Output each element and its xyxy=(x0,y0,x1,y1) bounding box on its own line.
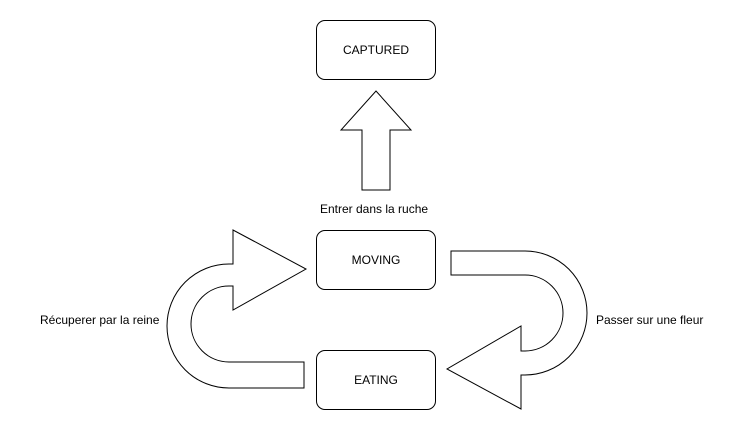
arrow-eating-to-moving xyxy=(166,229,308,389)
state-captured-label: CAPTURED xyxy=(342,43,409,57)
state-captured: CAPTURED xyxy=(316,20,436,80)
state-moving: MOVING xyxy=(316,230,436,290)
transition-label-enter-hive: Entrer dans la ruche xyxy=(320,202,429,216)
transition-label-pass-on-flower: Passer sur une fleur xyxy=(596,313,704,327)
transition-label-recover-by-queen: Récuperer par la reine xyxy=(40,313,160,327)
state-eating: EATING xyxy=(316,350,436,410)
arrow-to-captured xyxy=(339,90,413,191)
state-moving-label: MOVING xyxy=(351,253,401,267)
arrow-moving-to-eating xyxy=(445,250,588,410)
state-eating-label: EATING xyxy=(354,373,398,387)
